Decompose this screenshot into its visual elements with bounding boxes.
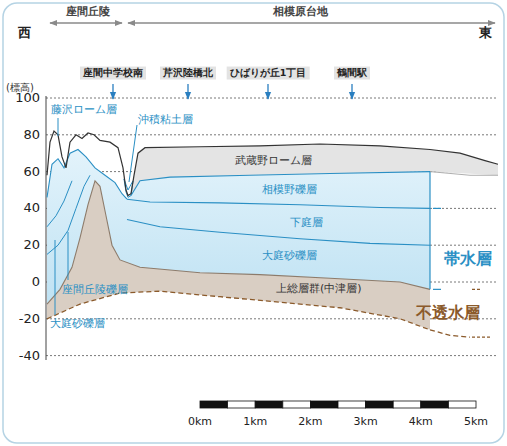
layer-label: 藤沢ローム層 [51,104,117,117]
axis-tick: 40 [23,201,40,216]
station-label: 鶴間駅 [334,67,370,80]
station-arrow [112,84,113,99]
scale-bar [283,401,311,408]
boundary-line [47,181,430,304]
layer-label: 大庭砂礫層 [262,250,317,263]
axis-tick: 0 [32,275,40,290]
direction-label: 東 [479,26,492,41]
loam-fill [131,144,498,196]
layer-label: 相模野礫層 [262,184,317,197]
boundary-line [127,199,430,208]
axis-line [46,96,47,360]
bracket [472,337,490,338]
scale-bar [255,401,283,408]
region-label: 相模原台地 [273,6,328,19]
surface-line [47,131,498,195]
scale-bar [338,401,366,408]
boundary-line [47,150,127,200]
axis-tick: 60 [23,164,40,179]
axis-tick: -40 [19,348,40,363]
leader-line [68,232,69,280]
boundary-line [430,172,498,176]
grid-line [46,355,498,356]
layer-label: 沖積粘土層 [138,114,193,127]
scale-bar [448,401,476,408]
layer-label: 武蔵野ローム層 [235,154,312,167]
scale-label: 2km [298,416,322,429]
scale-label: 0km [188,416,212,429]
axis-tick: 100 [15,91,40,106]
scale-bar [393,401,421,408]
kazusa-fill [47,181,430,330]
bracket [433,208,441,209]
scale-bar [421,401,449,408]
station-arrow [267,84,268,99]
extent-arrow [128,22,495,23]
marks [50,23,495,408]
axis-tick: 20 [23,238,40,253]
scale-bar [366,401,394,408]
boundary-line [127,219,430,245]
layers [47,131,498,337]
layer-label: 座間丘陵礫層 [62,284,128,297]
scale-bar [200,401,228,408]
leader-line [58,118,59,136]
grid-line [46,98,498,99]
boundary-line [47,291,430,330]
boundary-line [429,172,430,290]
layer-label: 大庭砂礫層 [50,318,105,331]
grid-lines [46,96,498,360]
extent-arrow [50,22,122,23]
direction-label: 西 [18,26,31,41]
grid-line [46,134,498,135]
frame [3,3,504,443]
region-label: 座間丘陵 [66,6,110,19]
scale-bar [228,401,256,408]
leader-line [55,240,56,315]
station-label: 座間中学校南 [80,67,146,80]
station-label: ひばりが丘1丁目 [227,67,310,80]
scale-label: 4km [409,416,433,429]
axis-tick: 80 [23,127,40,142]
scale-label: 3km [354,416,378,429]
station-arrow [351,84,352,99]
leader-line [129,125,137,182]
bracket [472,289,480,290]
layer-label: 下庭層 [290,217,323,230]
layer-label: 上総層群(中津層) [276,283,362,296]
station-label: 芹沢陸橋北 [160,67,216,80]
boundary-line [131,172,430,196]
scale-label: 5km [464,416,488,429]
station-arrow [187,84,188,99]
aquifer-label: 帯水層 [444,250,492,268]
axis-tick: -20 [19,311,40,326]
boundary-line [430,330,470,337]
boundary-line [47,181,72,227]
bracket [433,289,441,290]
aquitard-label: 不透水層 [416,304,480,322]
scale-label: 1km [243,416,267,429]
scale-bar [310,401,338,408]
